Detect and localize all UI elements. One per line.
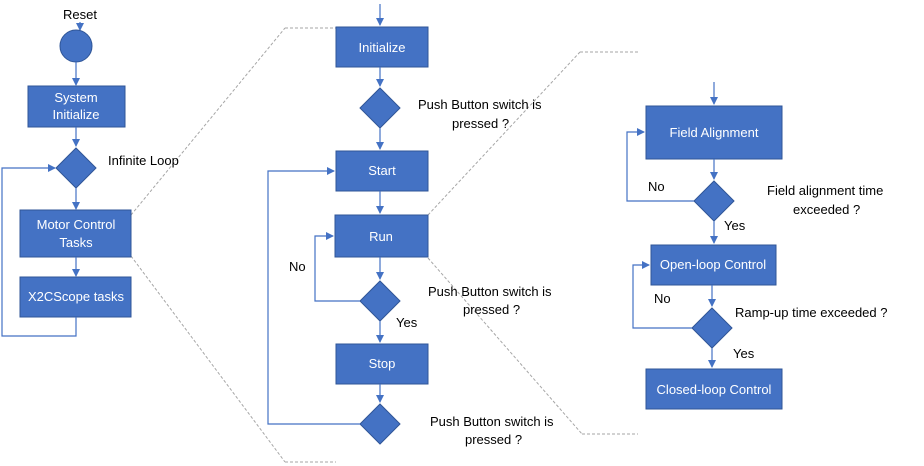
no-label-run: No bbox=[289, 259, 306, 274]
zoom-connectors bbox=[130, 27, 638, 463]
motor-control-tasks-box bbox=[19, 209, 132, 258]
push-button-3-line1: Push Button switch is bbox=[430, 414, 554, 429]
yes-label-run: Yes bbox=[396, 315, 418, 330]
run-box bbox=[334, 214, 429, 258]
no-label-ramp: No bbox=[654, 291, 671, 306]
yes-label-ramp: Yes bbox=[733, 346, 755, 361]
initialize-label: Initialize bbox=[359, 40, 406, 55]
run-no-loop-arrow bbox=[314, 232, 360, 302]
push-button-2-line2: pressed ? bbox=[463, 302, 520, 317]
run-label: Run bbox=[369, 229, 393, 244]
ramp-up-decision bbox=[691, 307, 733, 349]
push-button-decision-2 bbox=[359, 280, 401, 322]
field-alignment-q-line1: Field alignment time bbox=[767, 183, 883, 198]
ramp-up-q-label: Ramp-up time exceeded ? bbox=[735, 305, 887, 320]
push-button-3-line2: pressed ? bbox=[465, 432, 522, 447]
ramp-up-no-loop-arrow bbox=[632, 261, 692, 329]
closed-loop-label: Closed-loop Control bbox=[657, 382, 772, 397]
start-label: Start bbox=[368, 163, 396, 178]
right-flow: Field Alignment No Field alignment time … bbox=[626, 82, 887, 410]
no-label-field: No bbox=[648, 179, 665, 194]
reset-label: Reset bbox=[63, 7, 97, 22]
push-button-2-line1: Push Button switch is bbox=[428, 284, 552, 299]
x2cscope-tasks-label: X2CScope tasks bbox=[28, 289, 125, 304]
initialize-box bbox=[335, 26, 429, 68]
middle-flow: Initialize Push Button switch is pressed… bbox=[267, 4, 554, 447]
push-button-1-line2: pressed ? bbox=[452, 116, 509, 131]
start-box bbox=[335, 150, 429, 192]
push-button-decision-1 bbox=[359, 87, 401, 129]
field-alignment-label: Field Alignment bbox=[670, 125, 759, 140]
yes-label-field: Yes bbox=[724, 218, 746, 233]
open-loop-box bbox=[650, 244, 777, 286]
system-initialize-line1: System bbox=[54, 90, 97, 105]
stop-back-to-start-arrow bbox=[267, 167, 360, 425]
stop-box bbox=[335, 343, 429, 385]
push-button-decision-3 bbox=[359, 403, 401, 445]
motor-control-line2: Tasks bbox=[59, 235, 93, 250]
left-flow: Reset System Initialize Infinite Loop Mo… bbox=[1, 7, 179, 337]
field-alignment-box bbox=[645, 105, 783, 160]
infinite-loop-decision bbox=[55, 147, 97, 189]
stop-label: Stop bbox=[369, 356, 396, 371]
open-loop-label: Open-loop Control bbox=[660, 257, 766, 272]
infinite-loop-label: Infinite Loop bbox=[108, 153, 179, 168]
push-button-1-line1: Push Button switch is bbox=[418, 97, 542, 112]
closed-loop-box bbox=[645, 368, 783, 410]
reset-start-node bbox=[59, 29, 93, 63]
system-initialize-line2: Initialize bbox=[53, 107, 100, 122]
system-initialize-box bbox=[27, 85, 126, 128]
field-alignment-no-loop-arrow bbox=[626, 128, 694, 202]
x2cscope-tasks-box bbox=[19, 276, 132, 318]
infinite-loop-back-arrow bbox=[1, 164, 77, 337]
field-alignment-decision bbox=[693, 180, 735, 222]
field-alignment-q-line2: exceeded ? bbox=[793, 202, 860, 217]
motor-control-line1: Motor Control bbox=[37, 217, 116, 232]
